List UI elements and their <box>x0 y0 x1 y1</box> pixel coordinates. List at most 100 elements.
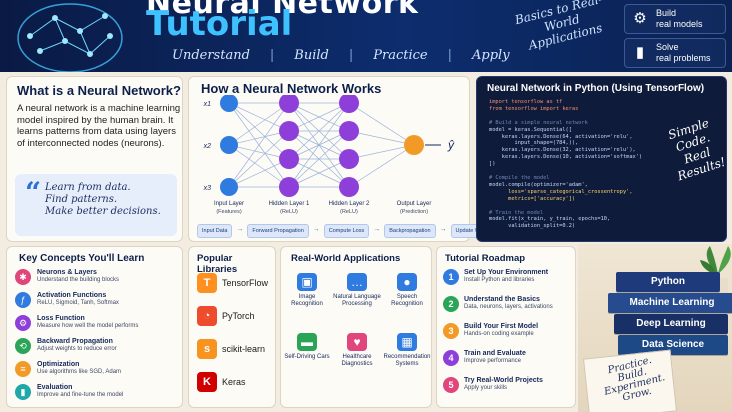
code-line: metrics=['accuracy']) <box>489 195 576 202</box>
roadmap-title: Tutorial Roadmap <box>445 253 526 264</box>
arrow-right-icon: → <box>236 226 244 233</box>
layer-name: Hidden Layer 2 <box>329 201 370 207</box>
flow-step: Compute Loss <box>323 224 370 238</box>
concept-title: Optimization <box>37 361 80 368</box>
code-line: # Build a simple neural network <box>489 119 588 126</box>
microphone-icon: ● <box>397 273 417 291</box>
application-item[interactable]: ▦Recommendation Systems <box>383 333 431 368</box>
application-label: Image Recognition <box>291 294 323 307</box>
library-name: TensorFlow <box>222 278 269 288</box>
hidden-neuron <box>339 95 359 113</box>
application-item[interactable]: …Natural Language Processing <box>333 273 381 308</box>
output-neuron <box>404 135 424 155</box>
input-label: x2 <box>203 143 212 150</box>
car-icon: ▬ <box>297 333 317 351</box>
network-edge <box>348 144 415 160</box>
arrow-right-icon: → <box>312 226 320 233</box>
output-symbol: ŷ <box>447 138 455 152</box>
input-neuron <box>220 178 238 196</box>
code-line: ]) <box>489 161 496 168</box>
header-note: Basics to Real-World Applications <box>513 0 604 53</box>
network-edge <box>348 144 415 188</box>
concept-desc: ReLU, Sigmoid, Tanh, Softmax <box>37 300 119 306</box>
code-line: # Compile the model <box>489 174 550 181</box>
application-item[interactable]: ● Speech Recognition <box>383 273 431 308</box>
page-title: Tutorial <box>146 4 293 44</box>
flow-step: Input Data <box>197 224 233 238</box>
feature-solve-line2: real problems <box>656 53 711 63</box>
evaluation-icon: ▮ <box>15 384 31 400</box>
network-edge <box>228 102 290 132</box>
library-logo-icon: K <box>197 372 217 392</box>
network-edge <box>228 158 290 188</box>
notepad-text: Practice. Build. Experiment. Grow. <box>603 354 667 404</box>
applications-title: Real-World Applications <box>291 253 401 264</box>
step-desc: Apply your skills <box>464 385 508 391</box>
layer-sub: (ReLU) <box>340 209 358 215</box>
step-number: 5 <box>443 377 459 393</box>
hidden-neuron <box>339 177 359 197</box>
nav-understand[interactable]: Understand <box>172 48 250 63</box>
layer-name: Hidden Layer 1 <box>269 201 310 207</box>
concept-title: Neurons & Layers <box>37 269 97 276</box>
network-edge <box>228 144 290 188</box>
flow-step: Backpropagation <box>384 224 436 238</box>
header-banner: Neural Network Tutorial Understand| Buil… <box>0 0 732 72</box>
nav-build[interactable]: Build <box>294 48 329 63</box>
brain-icon: ✱ <box>15 269 31 285</box>
step-desc: Install Python and libraries <box>464 277 535 283</box>
hidden-neuron <box>279 95 299 113</box>
library-logo-icon: T <box>197 273 217 293</box>
what-is-panel: What is a Neural Network? A neural netwo… <box>6 76 183 242</box>
step-title: Build Your First Model <box>464 323 539 330</box>
concept-desc: Use algorithms like SGD, Adam <box>37 369 122 375</box>
library-item[interactable]: ◔PyTorch <box>197 306 255 326</box>
concept-desc: Understand the building blocks <box>37 277 120 283</box>
gear-icon: ⚙ <box>633 10 647 27</box>
code-note: Simple Code. Real Results! <box>666 115 728 184</box>
backprop-icon: ⟲ <box>15 338 31 354</box>
quote-box: “ Learn from data. Find patterns. Make b… <box>15 174 177 236</box>
arrow-right-icon: → <box>439 226 447 233</box>
step-title: Set Up Your Environment <box>464 269 549 276</box>
code-line: keras.layers.Dense(10, activation='softm… <box>489 154 643 161</box>
optimization-icon: ≡ <box>15 361 31 377</box>
nav-practice[interactable]: Practice <box>373 48 428 63</box>
quote-icon: “ <box>25 176 42 209</box>
step-title: Train and Evaluate <box>464 350 526 357</box>
code-block: import tensorflow as tf from tensorflow … <box>489 99 642 230</box>
application-label: Self-Driving Cars <box>284 354 330 360</box>
flow-step: Forward Propagation <box>247 224 309 238</box>
code-line: model.fit(x_train, y_train, epochs=10, <box>489 216 611 223</box>
library-item[interactable]: T TensorFlow <box>197 273 268 293</box>
application-item[interactable]: ▣Image Recognition <box>283 273 331 308</box>
code-line: input_shape=(784,)), <box>489 140 579 147</box>
hidden-neuron <box>339 121 359 141</box>
code-panel: Neural Network in Python (Using TensorFl… <box>476 76 727 242</box>
concept-desc: Adjust weights to reduce error <box>37 346 117 352</box>
application-label: Speech Recognition <box>391 294 423 307</box>
network-edge <box>348 102 415 146</box>
hidden-neuron <box>279 177 299 197</box>
application-item[interactable]: ♥Healthcare Diagnostics <box>333 333 381 368</box>
nav-apply[interactable]: Apply <box>472 48 510 63</box>
input-neuron <box>220 136 238 154</box>
code-line: loss='sparse_categorical_crossentropy', <box>489 188 633 195</box>
book: Python <box>616 272 720 292</box>
concept-title: Evaluation <box>37 384 73 391</box>
layer-name: Output Layer <box>397 201 432 207</box>
applications-panel: Real-World Applications ▣Image Recogniti… <box>280 246 432 408</box>
quote-line-3: Make better decisions. <box>45 206 161 217</box>
notepad: Practice. Build. Experiment. Grow. <box>583 349 677 412</box>
application-item[interactable]: ▬ Self-Driving Cars <box>283 333 331 361</box>
